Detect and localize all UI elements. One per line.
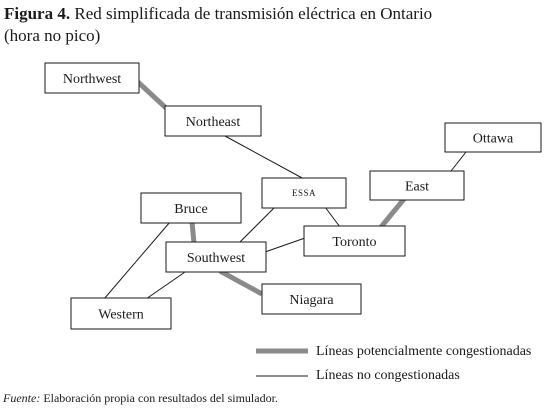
line-northeast-essa [224, 135, 305, 180]
figure-label: Figura 4. [4, 4, 71, 23]
line-southwest-niagara-congested [218, 268, 264, 297]
node-box-southwest [165, 241, 267, 273]
node-box-northwest [44, 62, 140, 94]
node-label-essa: ESSA [292, 188, 316, 198]
line-essa-toronto [324, 206, 341, 228]
figure-title-line1: Red simplificada de transmisión eléctric… [74, 4, 433, 23]
network-lines [103, 80, 467, 300]
node-label-east: East [405, 180, 429, 195]
legend-not-congested-label: Líneas no congestionadas [316, 368, 460, 383]
line-southwest-western [145, 271, 186, 300]
node-northwest: Northwest [44, 62, 140, 94]
line-ottawa-east [450, 151, 467, 172]
line-bruce-southwest-congested [189, 221, 197, 244]
line-essa-southwest [238, 206, 276, 244]
node-box-niagara [261, 283, 362, 315]
node-essa: ESSA [261, 177, 347, 209]
source-label: Fuente: [3, 391, 41, 405]
source-text: Elaboración propia con resultados del si… [43, 391, 278, 405]
node-label-northwest: Northwest [63, 72, 121, 87]
node-label-niagara: Niagara [289, 293, 334, 308]
legend-congested-label: Líneas potencialmente congestionadas [316, 344, 531, 359]
node-box-western [70, 297, 172, 330]
node-box-toronto [303, 225, 406, 257]
legend: Líneas potencialmente congestionadas Lín… [256, 344, 531, 383]
node-east: East [369, 170, 465, 201]
node-bruce: Bruce [140, 192, 242, 224]
figure-source: Fuente: Elaboración propia con resultado… [3, 391, 278, 406]
node-label-bruce: Bruce [174, 202, 207, 217]
line-bruce-western [103, 221, 171, 300]
node-box-northeast [164, 105, 262, 137]
node-western: Western [70, 297, 172, 330]
node-toronto: Toronto [303, 225, 406, 257]
node-ottawa: Ottawa [444, 122, 542, 153]
node-box-bruce [140, 192, 242, 224]
node-niagara: Niagara [261, 283, 362, 315]
node-box-ottawa [444, 122, 542, 153]
figure-title-line2: (hora no pico) [4, 26, 101, 45]
node-southwest: Southwest [165, 241, 267, 273]
line-southwest-toronto [264, 237, 306, 253]
node-label-southwest: Southwest [187, 251, 245, 266]
node-label-ottawa: Ottawa [473, 132, 514, 147]
node-box-east [369, 170, 465, 201]
node-label-northeast: Northeast [186, 115, 241, 130]
line-east-toronto-congested [379, 197, 406, 229]
node-label-western: Western [98, 308, 144, 323]
line-northwest-northeast-congested [136, 80, 168, 110]
node-label-toronto: Toronto [332, 235, 376, 250]
node-box-essa [261, 177, 347, 209]
node-northeast: Northeast [164, 105, 262, 137]
figure-title: Figura 4. Red simplificada de transmisió… [4, 3, 556, 47]
